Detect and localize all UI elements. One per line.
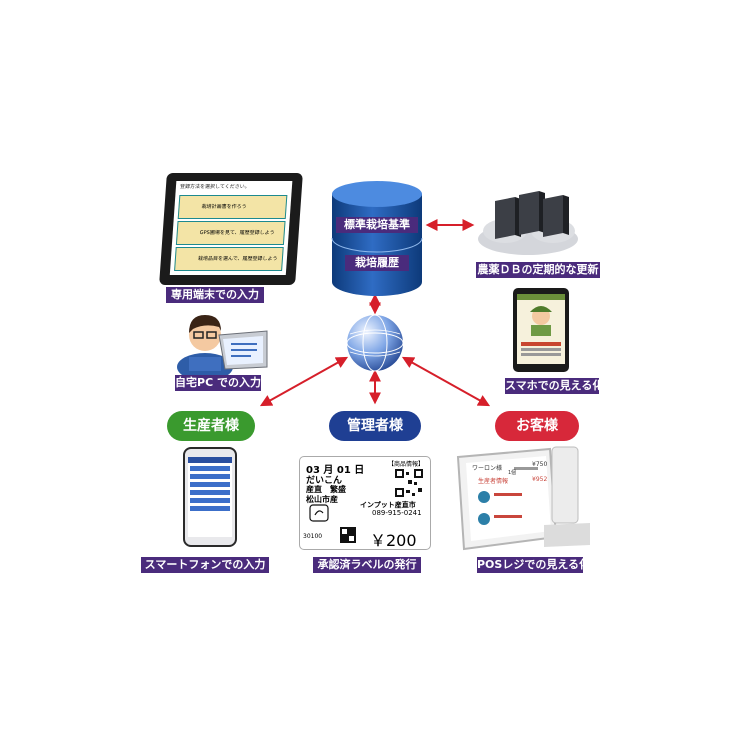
group-customer: お客様 xyxy=(495,411,579,441)
globe-icon xyxy=(346,314,404,372)
person-with-laptop-icon xyxy=(177,315,268,375)
qr-code-icon xyxy=(394,468,424,498)
server-cloud-icon xyxy=(478,191,578,255)
database-cylinder xyxy=(331,181,423,296)
farmer-avatar-icon xyxy=(530,306,552,336)
iphone-screen xyxy=(188,457,232,537)
label-smartphone-view: スマホでの見える化 xyxy=(505,378,604,394)
label-pos: POSレジでの見える化 xyxy=(477,557,591,573)
origin: 松山市産 xyxy=(306,495,338,504)
label-approved-label: 承認済ラベルの発行 xyxy=(313,557,421,573)
product-info-tag: 【商品情報】 xyxy=(388,461,425,468)
tablet-screen: 登録方法を選択してください。 栽培計画書を作ろう GPS圃場を見て、履歴登録しよ… xyxy=(169,181,293,275)
label-pesticide-db: 農薬ＤＢの定期的な更新 xyxy=(476,262,600,278)
tablet-device: 登録方法を選択してください。 栽培計画書を作ろう GPS圃場を見て、履歴登録しよ… xyxy=(159,173,303,285)
label-date: 03 月 01 日 xyxy=(306,465,365,476)
iphone-device xyxy=(183,447,237,547)
producer-name: 産直 繁盛 xyxy=(306,485,346,494)
pos-customer-name: ワーロン様 xyxy=(472,465,503,472)
tablet-menu-item[interactable]: 栽培品目を選んで、履歴登録しよう xyxy=(174,247,284,271)
pos-price-1: ¥750 xyxy=(532,461,548,468)
tablet-menu-item[interactable]: 栽培計画書を作ろう xyxy=(177,195,288,219)
price: ￥200 xyxy=(370,531,417,550)
android-screen xyxy=(517,294,565,364)
arrow-globe-producer xyxy=(259,356,349,407)
product-name: だいこん xyxy=(306,476,343,486)
db-label-history: 栽培履歴 xyxy=(345,255,409,271)
phone-number: 089-915-0241 xyxy=(372,509,422,517)
small-qr-icon xyxy=(340,527,356,543)
group-manager: 管理者様 xyxy=(329,411,421,441)
label-home-pc: 自宅PC での入力 xyxy=(175,375,261,391)
tablet-screen-header: 登録方法を選択してください。 xyxy=(179,184,250,190)
store-name: インプット産直市 xyxy=(360,501,416,509)
recycle-mark-icon xyxy=(309,504,329,522)
label-smartphone-input: スマートフォンでの入力 xyxy=(141,557,269,573)
price-label: 03 月 01 日 だいこん 産直 繁盛 松山市産 【商品情報】 インプット産直… xyxy=(299,456,431,550)
pos-count: 1個 xyxy=(508,470,517,476)
db-label-standard: 標準栽培基準 xyxy=(336,217,418,233)
item-code: 30100 xyxy=(303,533,323,540)
android-phone xyxy=(513,288,569,372)
pos-price-2: ¥952 xyxy=(532,476,548,483)
pos-register-icon xyxy=(456,446,590,551)
tablet-menu-item[interactable]: GPS圃場を見て、履歴登録しよう xyxy=(175,221,286,245)
label-dedicated-terminal: 専用端末での入力 xyxy=(166,287,264,303)
group-producer: 生産者様 xyxy=(167,411,255,441)
arrow-globe-customer xyxy=(401,356,491,407)
pos-caption: 生産者情報 xyxy=(478,478,509,485)
